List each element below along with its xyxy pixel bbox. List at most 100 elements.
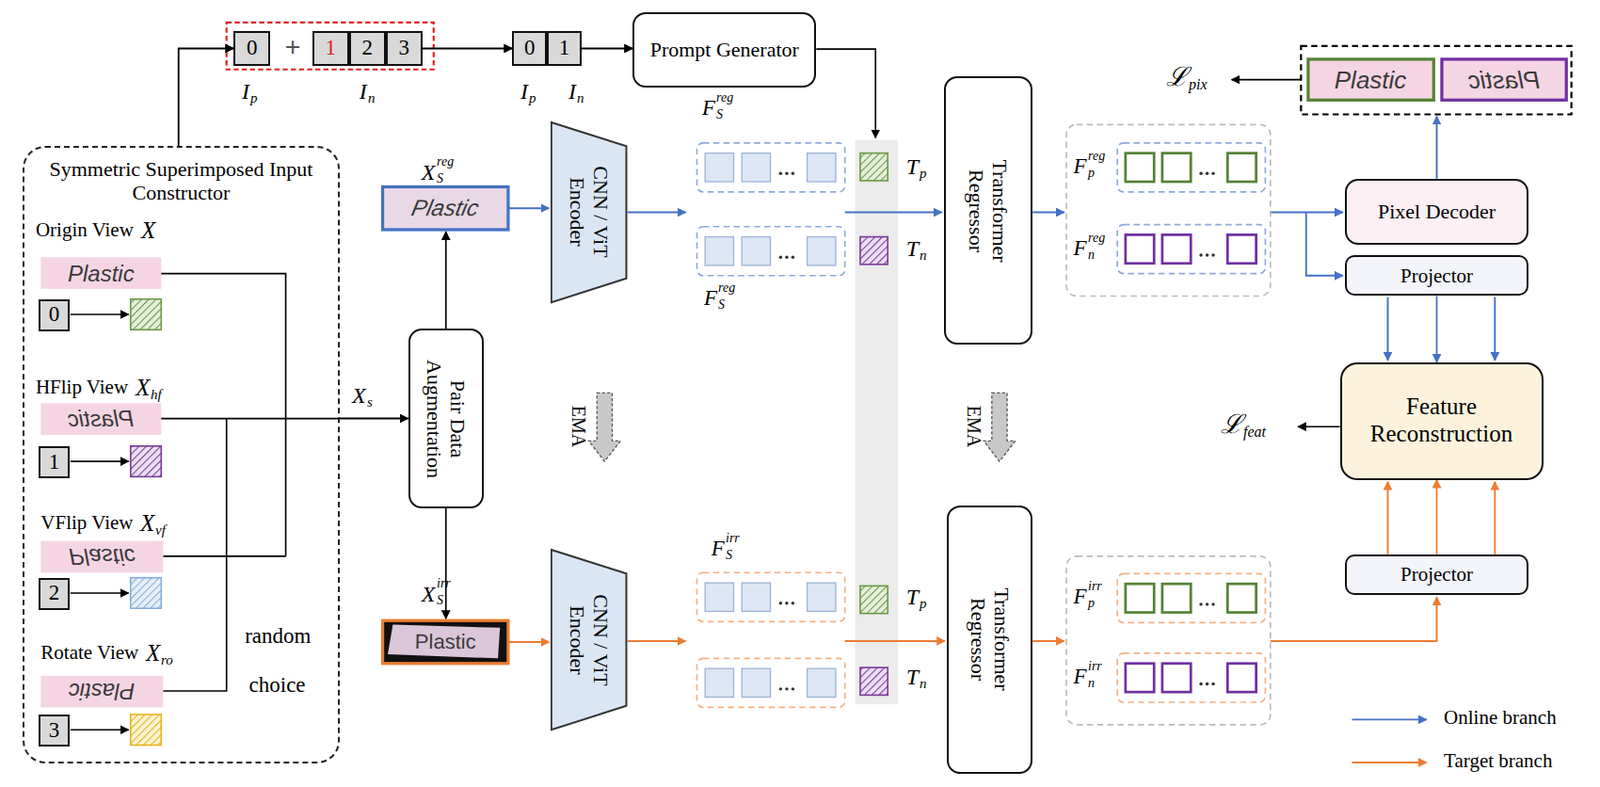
feature-shape	[791, 687, 795, 690]
feature-shape	[696, 226, 845, 276]
math-index: p	[919, 596, 928, 611]
node-text: Projector	[1400, 264, 1473, 288]
feature-shape	[807, 668, 836, 697]
feature-shape	[741, 668, 770, 697]
trapezoid-shape	[551, 122, 627, 303]
annotation: VFlip View	[40, 512, 133, 533]
node-text: 1	[325, 35, 337, 61]
math-index: S	[716, 108, 723, 122]
feature-shape	[1117, 143, 1265, 192]
node-text: Prompt Generator	[650, 37, 800, 62]
math-symbol: T	[906, 665, 919, 688]
connector-arrow	[581, 48, 633, 50]
index-group-box	[226, 22, 434, 70]
encoder-trapezoid: CNN / ViT Encoder	[550, 547, 627, 732]
output-image	[1441, 59, 1567, 100]
word-image-text: Plastic	[68, 679, 136, 703]
feature-shape	[779, 256, 783, 259]
connector-arrow	[178, 48, 235, 146]
math-symbol: X	[135, 375, 150, 400]
feature-shape	[791, 172, 795, 176]
constructor-wires	[160, 273, 340, 691]
math-index: n	[1088, 248, 1095, 262]
math-index: feat	[1243, 424, 1266, 440]
feature-shape	[704, 237, 734, 266]
feature-shape	[741, 153, 770, 182]
math-index: p	[250, 91, 258, 106]
node-text: Projector	[1400, 562, 1473, 586]
node-text: Pair Data Augmentation	[421, 339, 470, 497]
feature-shape	[1162, 663, 1191, 692]
node-text: Feature Reconstruction	[1342, 393, 1542, 448]
math-symbol: ℒ	[1166, 64, 1188, 91]
math-symbol: X	[145, 640, 160, 665]
node-text: 0	[48, 302, 61, 327]
feature-shape	[1117, 573, 1265, 623]
math-index: vf	[155, 523, 166, 538]
node-text: 3	[399, 35, 411, 61]
node-text: Pixel Decoder	[1377, 199, 1496, 224]
feature-shape	[1125, 663, 1154, 692]
process-box: Transformer Regressor	[944, 76, 1033, 345]
view-images	[40, 256, 163, 707]
feature-shape	[1227, 153, 1256, 182]
feature-shape	[1125, 583, 1154, 612]
irregular-view-warp	[387, 624, 500, 659]
node-text: 3	[48, 718, 61, 743]
feature-shape	[1205, 253, 1209, 256]
annotation: EMA	[569, 405, 589, 448]
process-box: Pixel Decoder	[1344, 178, 1529, 245]
feature-shape	[1211, 682, 1215, 686]
feature-shape	[1211, 172, 1215, 176]
irregular-view-image	[383, 620, 509, 664]
math-index: hf	[150, 387, 162, 402]
math-index: irr	[436, 576, 451, 591]
feature-shape	[807, 153, 836, 182]
feature-shape	[741, 582, 770, 611]
feature-shape	[696, 572, 845, 622]
annotation: HFlip View	[35, 377, 128, 398]
word-image-text: Plastic	[1468, 67, 1541, 93]
index-box: 0	[38, 299, 70, 332]
math-symbol: F	[1073, 155, 1088, 177]
node-text: CNN / ViT Encoder	[565, 155, 614, 269]
annotation: +	[285, 32, 302, 62]
math-symbol: X	[352, 384, 367, 407]
feature-shape	[1162, 234, 1191, 263]
node-text: CNN / ViT Encoder	[565, 583, 614, 697]
index-box: 1	[546, 31, 582, 67]
math-symbol: I	[359, 80, 368, 103]
math-index: p	[1088, 166, 1095, 180]
process-box: Projector	[1344, 554, 1529, 595]
feature-shape	[1211, 253, 1215, 256]
math-index: reg	[1088, 231, 1105, 245]
feature-shape	[784, 172, 788, 176]
math-index: S	[718, 298, 725, 312]
math-index: irr	[725, 531, 740, 545]
prompt-strip	[855, 140, 899, 705]
math-symbol: F	[702, 96, 716, 119]
connector-arrow	[422, 48, 512, 50]
word-image-text: Plastic	[67, 407, 135, 431]
feature-shape	[791, 601, 795, 605]
feature-shape	[704, 582, 734, 611]
node-text: 1	[559, 35, 571, 61]
feature-shape	[807, 582, 836, 611]
process-box: Projector	[1344, 255, 1529, 296]
output-image	[1308, 59, 1434, 100]
math-index: s	[367, 395, 373, 410]
output-box	[1300, 46, 1571, 115]
process-box: Feature Reconstruction	[1340, 362, 1544, 480]
output-groups	[1066, 124, 1271, 725]
feature-shape	[791, 256, 795, 259]
annotation: random	[244, 624, 311, 647]
math-index: n	[919, 248, 928, 263]
feature-shape	[1205, 172, 1209, 176]
legend-text: Target branch	[1443, 751, 1552, 771]
feature-shape	[779, 601, 783, 605]
feature-shape	[1227, 583, 1256, 612]
feature-shape	[1205, 682, 1209, 686]
math-index: n	[368, 91, 376, 106]
node-text: 0	[524, 35, 536, 61]
math-symbol: I	[568, 80, 576, 103]
